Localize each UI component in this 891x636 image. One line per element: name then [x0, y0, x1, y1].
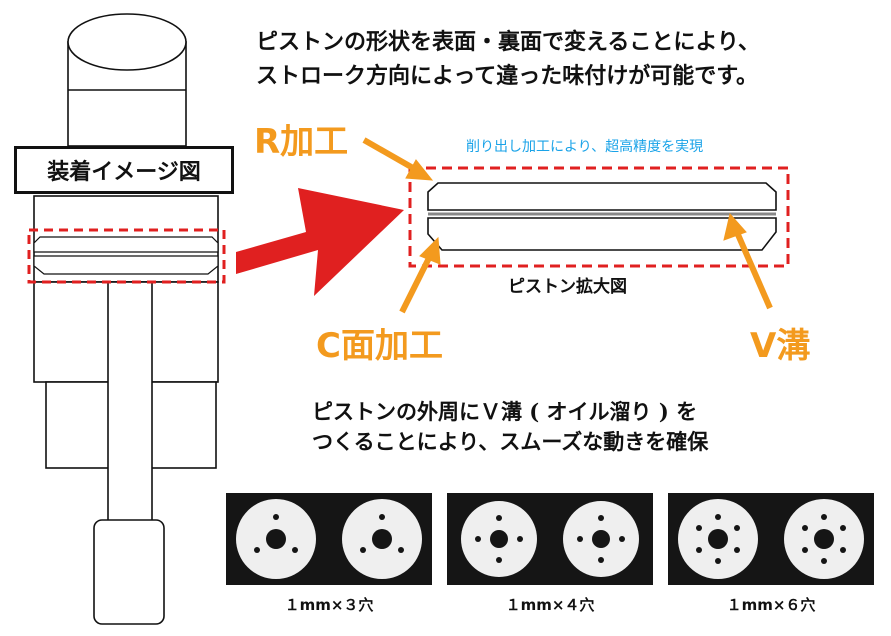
r-arrow-head: [405, 159, 434, 181]
piston-photo-6-holes: [668, 493, 874, 585]
c-chamfer-label: C面加工: [316, 326, 443, 366]
piston-enlarged-highlight: [408, 166, 790, 268]
mini-piston-highlight: [27, 228, 226, 284]
v-arrow-head: [723, 212, 747, 241]
c-arrow-line: [399, 250, 435, 314]
piston-bottom-half: [427, 217, 777, 251]
middle-text-line-1: ピストンの外周にＶ溝 ( オイル溜り ) を: [312, 399, 698, 424]
mini-piston-bottom: [33, 255, 219, 275]
headline-line-2: ストローク方向によって違った味付けが可能です。: [256, 63, 759, 89]
piston-photo-3-holes: [226, 493, 432, 585]
r-processing-label: R加工: [254, 122, 349, 162]
mini-piston-top: [33, 236, 219, 253]
photo-caption-6-holes: １mm×６穴: [726, 596, 816, 614]
v-arrow-line: [733, 228, 773, 310]
v-groove-label: V溝: [750, 326, 811, 366]
c-arrow-head: [419, 236, 441, 265]
headline-line-1: ピストンの形状を表面・裏面で変えることにより、: [256, 29, 761, 55]
photo-caption-4-holes: １mm×４穴: [505, 596, 595, 614]
r-arrow-line: [362, 137, 422, 175]
shock-bottom-eye: [93, 519, 165, 625]
shock-top-cap: [67, 13, 187, 71]
photo-caption-3-holes: １mm×３穴: [284, 596, 374, 614]
piston-enlarged-caption: ピストン拡大図: [508, 277, 627, 297]
big-red-arrow: [236, 188, 404, 296]
precision-note: 削り出し加工により、超高精度を実現: [466, 139, 704, 155]
middle-text-line-2: つくることにより、スムーズな動きを確保: [312, 429, 709, 454]
piston-photo-4-holes: [447, 493, 653, 585]
mount-image-label: 装着イメージ図: [14, 146, 234, 194]
shock-shaft: [107, 281, 153, 523]
piston-top-half: [427, 182, 777, 211]
